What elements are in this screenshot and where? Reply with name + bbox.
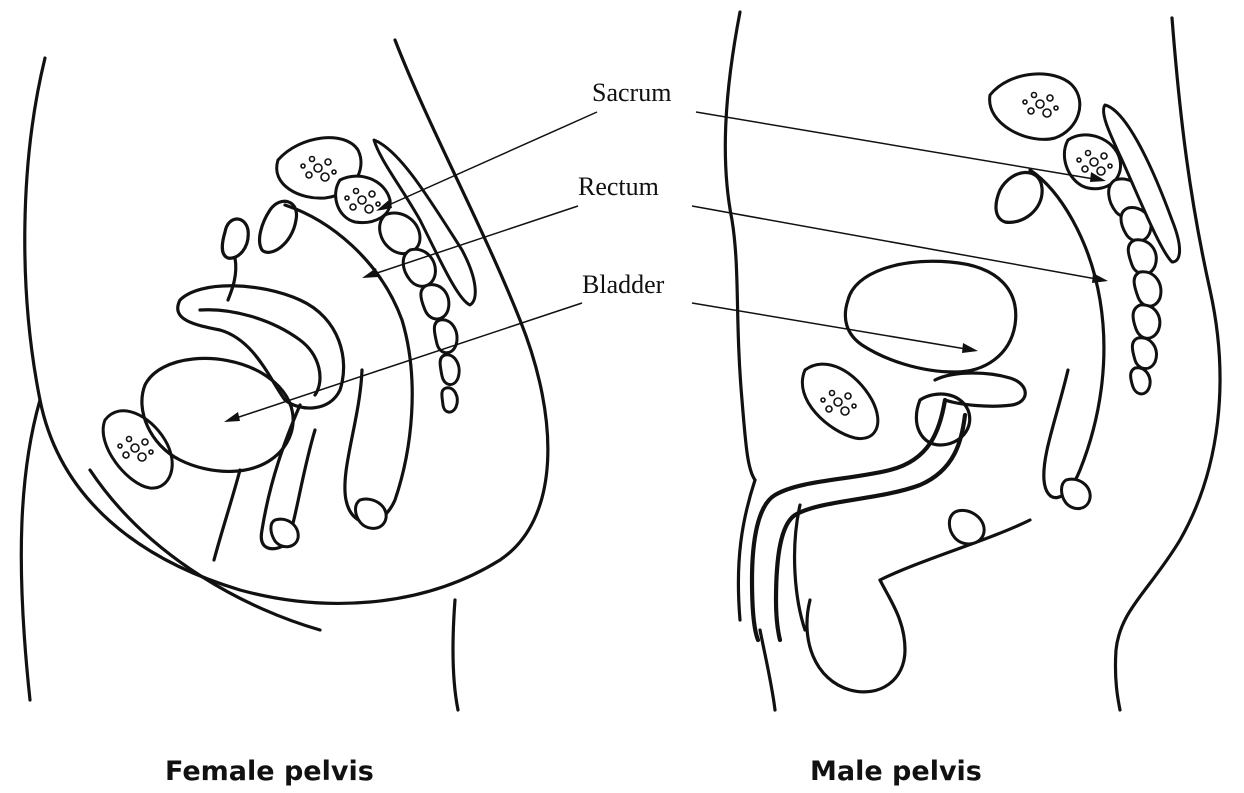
arrow-bladder-female: [230, 303, 582, 420]
male-scrotum: [807, 580, 905, 692]
female-vaginal-opening: [271, 519, 298, 547]
male-pelvis-illustration: [725, 12, 1220, 710]
arrowhead-bladder-female: [224, 412, 240, 422]
label-sacrum: Sacrum: [588, 78, 675, 108]
female-anus: [356, 499, 387, 528]
male-seminal-vesicle: [935, 373, 1025, 406]
female-ovary: [222, 219, 248, 258]
caption-female-pelvis: Female pelvis: [165, 756, 374, 787]
male-sacrum: [990, 74, 1180, 394]
male-urogenital-opening: [949, 510, 984, 544]
male-rectum: [1030, 170, 1104, 498]
arrowhead-bladder-male: [962, 343, 978, 353]
male-pubic-bone: [802, 364, 877, 438]
female-uterus-inner: [200, 310, 320, 395]
male-penis-shaft: [776, 415, 965, 640]
female-thigh-front: [21, 400, 40, 700]
male-abdomen-outline: [725, 12, 755, 480]
arrowhead-rectum-female: [362, 268, 378, 278]
label-bladder: Bladder: [578, 270, 668, 300]
arrow-bladder-male: [692, 303, 972, 350]
female-urethra: [214, 470, 240, 560]
female-perineum-line: [90, 470, 320, 630]
male-bladder: [845, 261, 1015, 372]
female-fallopian-tube: [228, 258, 236, 300]
label-rectum: Rectum: [574, 172, 663, 202]
male-thigh-lower: [760, 630, 775, 710]
male-back-outline: [1115, 18, 1220, 710]
female-buttock-line: [453, 600, 458, 710]
male-anus: [1062, 479, 1091, 508]
male-rectum-top: [996, 172, 1042, 222]
arrowhead-rectum-male: [1092, 273, 1108, 283]
female-rectum-top: [260, 201, 297, 252]
arrow-sacrum-female: [382, 112, 597, 208]
male-corpus: [795, 505, 805, 630]
arrow-rectum-male: [692, 206, 1102, 280]
female-pubic-bone: [103, 411, 172, 488]
female-pelvis-illustration: [21, 40, 548, 710]
caption-male-pelvis: Male pelvis: [810, 756, 982, 787]
